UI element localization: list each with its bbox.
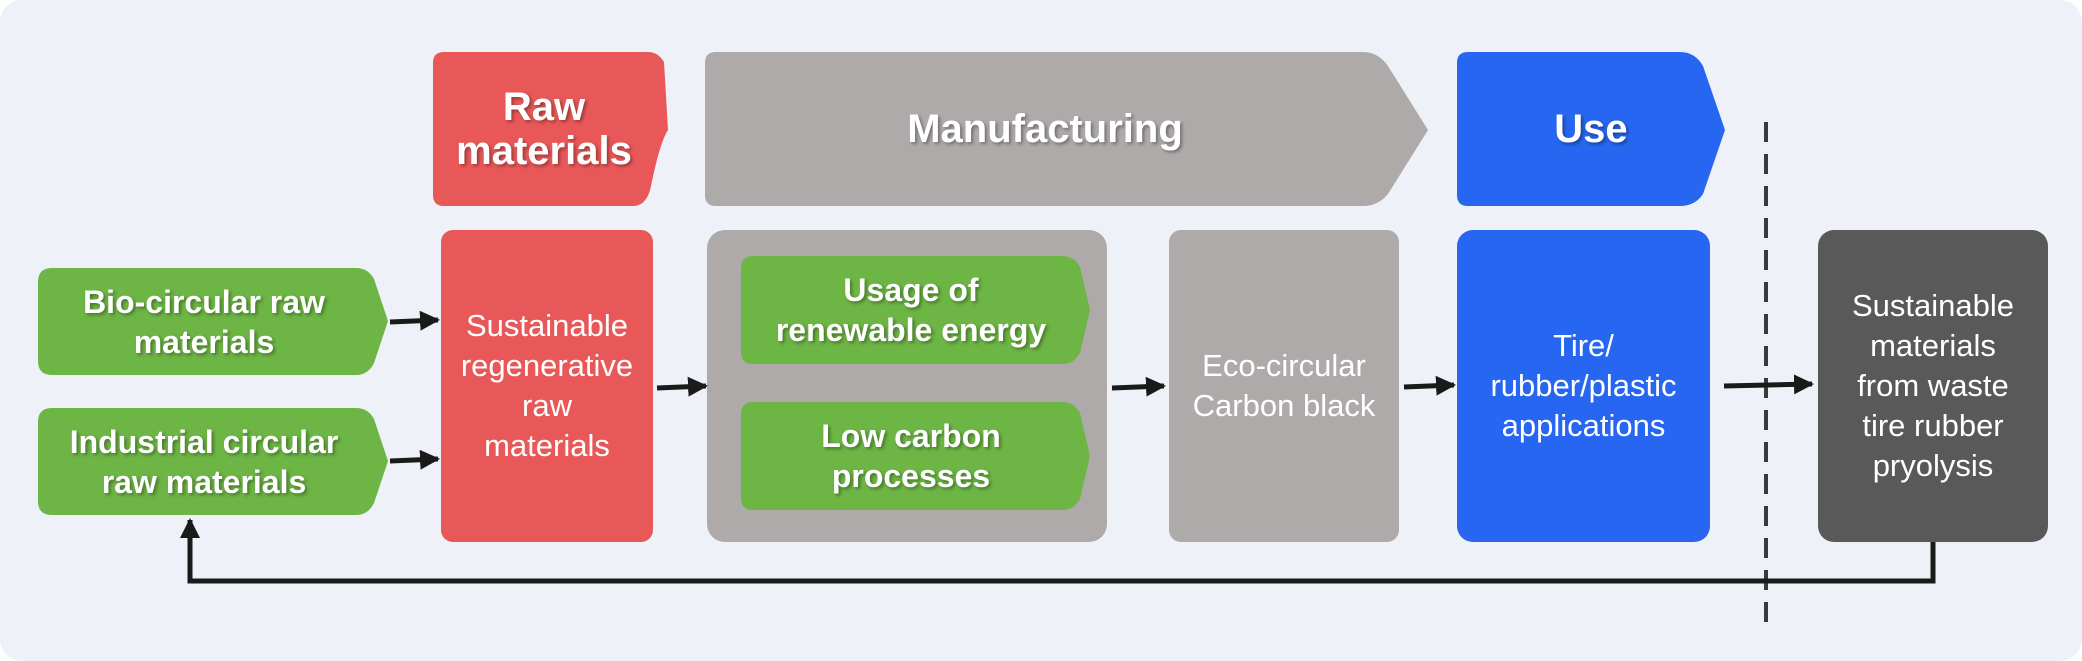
arrow-applications-to-pyrolysis — [1723, 374, 1814, 395]
arrow-raw-to-manufacturing — [656, 376, 708, 397]
arrow-bio-to-raw — [389, 310, 440, 331]
stage-manufacturing-label: Manufacturing — [907, 107, 1183, 151]
stage-use-shape — [1457, 52, 1725, 206]
low-carbon-shape — [741, 402, 1090, 510]
eco-carbon-black-box — [1169, 230, 1399, 542]
input-industrial-circular-shape — [38, 408, 388, 515]
low-carbon-label: Low carbon processes — [821, 418, 1001, 494]
applications-box — [1457, 230, 1710, 542]
sustainable-raw-label: Sustainable regenerative raw materials — [460, 308, 634, 463]
arrow-manufacturing-to-carbon-black — [1111, 376, 1166, 397]
stage-raw-materials-shape — [433, 52, 668, 206]
arrow-feedback-loop — [180, 518, 1936, 584]
stage-manufacturing-shape — [705, 52, 1428, 206]
pyrolysis-output-box — [1818, 230, 2048, 542]
pyrolysis-output-label: Sustainable materials from waste tire ru… — [1851, 288, 2014, 483]
arrow-carbon-black-to-applications — [1403, 375, 1456, 396]
applications-label: Tire/ rubber/plastic applications — [1490, 328, 1677, 443]
renewable-energy-shape — [741, 256, 1090, 364]
eco-carbon-black-label: Eco-circular Carbon black — [1192, 348, 1376, 423]
renewable-energy-label: Usage of renewable energy — [775, 272, 1047, 348]
input-bio-circular-shape — [38, 268, 388, 375]
stage-use-label: Use — [1554, 107, 1628, 151]
input-industrial-circular-label: Industrial circular raw materials — [69, 423, 339, 500]
arrow-industrial-to-raw — [389, 449, 440, 470]
sustainable-raw-box — [441, 230, 653, 542]
input-bio-circular-label: Bio-circular raw materials — [83, 283, 325, 360]
stage-raw-materials-label: Raw materials — [456, 85, 632, 173]
